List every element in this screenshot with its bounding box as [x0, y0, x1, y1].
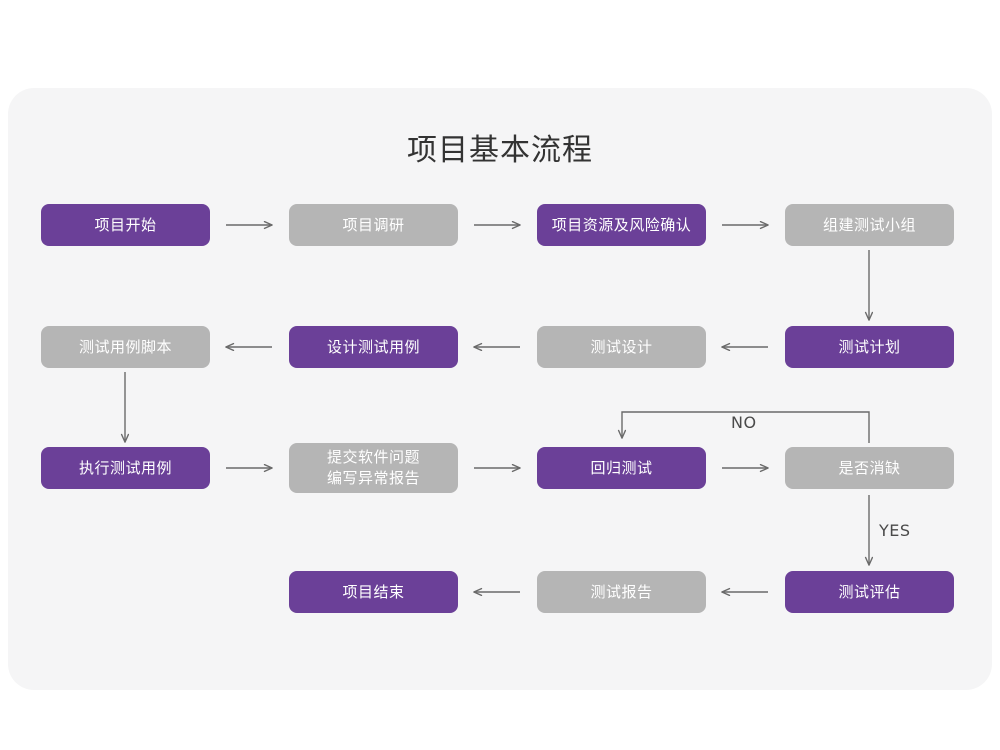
node-submit-issue-report[interactable]: 提交软件问题 编写异常报告	[289, 443, 458, 493]
node-defect-cleared-decision[interactable]: 是否消缺	[785, 447, 954, 489]
node-test-design[interactable]: 测试设计	[537, 326, 706, 368]
node-execute-test-case[interactable]: 执行测试用例	[41, 447, 210, 489]
page-title: 项目基本流程	[407, 133, 593, 168]
edge-label-no: NO	[731, 413, 757, 432]
node-project-start[interactable]: 项目开始	[41, 204, 210, 246]
node-build-test-team[interactable]: 组建测试小组	[785, 204, 954, 246]
node-test-evaluation[interactable]: 测试评估	[785, 571, 954, 613]
node-resource-risk-confirm[interactable]: 项目资源及风险确认	[537, 204, 706, 246]
node-design-test-case[interactable]: 设计测试用例	[289, 326, 458, 368]
node-test-plan[interactable]: 测试计划	[785, 326, 954, 368]
node-test-case-script[interactable]: 测试用例脚本	[41, 326, 210, 368]
node-project-end[interactable]: 项目结束	[289, 571, 458, 613]
edge-label-yes: YES	[879, 521, 911, 540]
node-regression-test[interactable]: 回归测试	[537, 447, 706, 489]
node-test-report[interactable]: 测试报告	[537, 571, 706, 613]
node-project-research[interactable]: 项目调研	[289, 204, 458, 246]
